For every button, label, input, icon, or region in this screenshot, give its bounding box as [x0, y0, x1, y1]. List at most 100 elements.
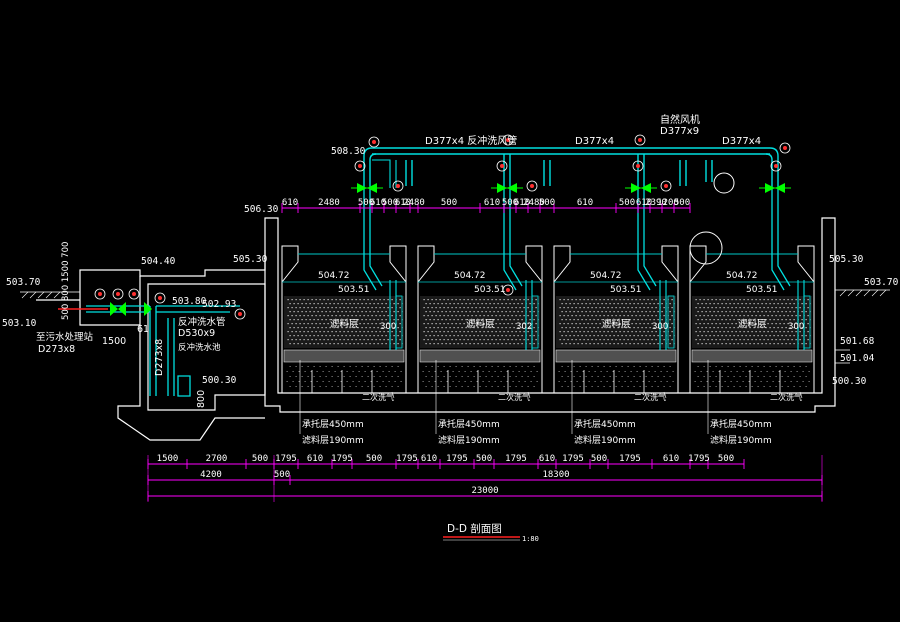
marker-ring	[128, 288, 140, 300]
media-dot	[781, 343, 783, 345]
media-dot	[351, 307, 353, 309]
media-dot	[611, 331, 613, 333]
media-dot	[703, 323, 705, 325]
plenum-dot	[461, 366, 463, 367]
dim-61: 61	[137, 324, 149, 335]
marker-dot	[158, 296, 162, 300]
plenum-dot	[455, 376, 457, 377]
media-dot	[513, 319, 515, 321]
elev-50168: 501.68	[840, 336, 875, 347]
cell-launder	[689, 245, 815, 284]
media-dot	[535, 331, 537, 333]
gravel-layer	[419, 349, 541, 363]
media-dot	[369, 335, 371, 337]
media-dot	[741, 343, 743, 345]
media-dot	[749, 335, 751, 337]
plenum-dot	[642, 381, 644, 382]
media-dot	[499, 331, 501, 333]
media-dot	[491, 339, 493, 341]
media-dot	[527, 299, 529, 301]
media-dot	[435, 299, 437, 301]
media-dot	[807, 339, 809, 341]
media-dot	[647, 299, 649, 301]
media-dot	[785, 311, 787, 313]
media-dots	[423, 299, 539, 345]
media-dot	[753, 319, 755, 321]
media-dot	[435, 315, 437, 317]
plenum-dot	[334, 371, 336, 372]
cell-support-layer: 承托层450mm	[302, 418, 364, 430]
plenum-dot	[355, 376, 357, 377]
media-dot	[579, 307, 581, 309]
media-dot	[639, 331, 641, 333]
cell-media-label: 滤料层	[330, 318, 359, 330]
plenum-dot	[364, 381, 366, 382]
media-dot	[399, 323, 401, 325]
media-dot	[721, 303, 723, 305]
plenum-dot	[775, 386, 777, 387]
plenum-dot	[476, 381, 478, 382]
media-dot	[603, 299, 605, 301]
plenum-dot	[766, 381, 768, 382]
plenum-dot	[561, 376, 563, 377]
media-dot	[489, 327, 491, 329]
media-dot	[447, 315, 449, 317]
media-dot	[559, 315, 561, 317]
leader-tick	[663, 391, 667, 399]
media-dot	[783, 323, 785, 325]
media-dot	[425, 327, 427, 329]
media-dot	[651, 315, 653, 317]
plenum-dot	[603, 366, 605, 367]
media-dot	[625, 327, 627, 329]
media-dot	[331, 307, 333, 309]
media-dot	[779, 299, 781, 301]
plenum-dot	[470, 381, 472, 382]
media-dot	[463, 331, 465, 333]
media-dot	[335, 299, 337, 301]
plenum-dot	[567, 386, 569, 387]
plenum-dot	[313, 376, 315, 377]
media-dot	[671, 299, 673, 301]
plenum-dot	[428, 381, 430, 382]
media-dot	[519, 331, 521, 333]
media-dot	[365, 319, 367, 321]
media-dot	[699, 331, 701, 333]
plenum-dot	[597, 386, 599, 387]
media-dot	[725, 303, 727, 305]
media-dot	[313, 335, 315, 337]
media-dot	[569, 335, 571, 337]
media-dot	[363, 331, 365, 333]
media-dot	[731, 315, 733, 317]
media-dot	[317, 335, 319, 337]
plenum-dot	[289, 386, 291, 387]
plenum-dot	[697, 366, 699, 367]
media-dot	[705, 335, 707, 337]
plenum-dot	[515, 366, 517, 367]
media-dot	[519, 323, 521, 325]
top-dim-label: 2480	[403, 198, 425, 208]
media-dot	[305, 303, 307, 305]
bottom-dim-1-label: 610	[421, 454, 437, 464]
media-dot	[719, 307, 721, 309]
media-dot	[475, 307, 477, 309]
plenum-dot	[385, 366, 387, 367]
plenum-dot	[397, 376, 399, 377]
plenum-dot	[422, 381, 424, 382]
media-dot	[769, 303, 771, 305]
media-dot	[321, 335, 323, 337]
media-dot	[329, 343, 331, 345]
media-dot	[591, 331, 593, 333]
marker-ring	[660, 180, 672, 192]
media-dot	[771, 323, 773, 325]
marker-ring	[496, 160, 508, 172]
media-dot	[575, 299, 577, 301]
media-dot	[449, 327, 451, 329]
media-dot	[627, 307, 629, 309]
plenum-dot	[700, 371, 702, 372]
media-dot	[397, 335, 399, 337]
plenum-dot	[657, 376, 659, 377]
media-dot	[443, 331, 445, 333]
media-dot	[295, 331, 297, 333]
plenum-dot	[784, 381, 786, 382]
media-dot	[481, 311, 483, 313]
